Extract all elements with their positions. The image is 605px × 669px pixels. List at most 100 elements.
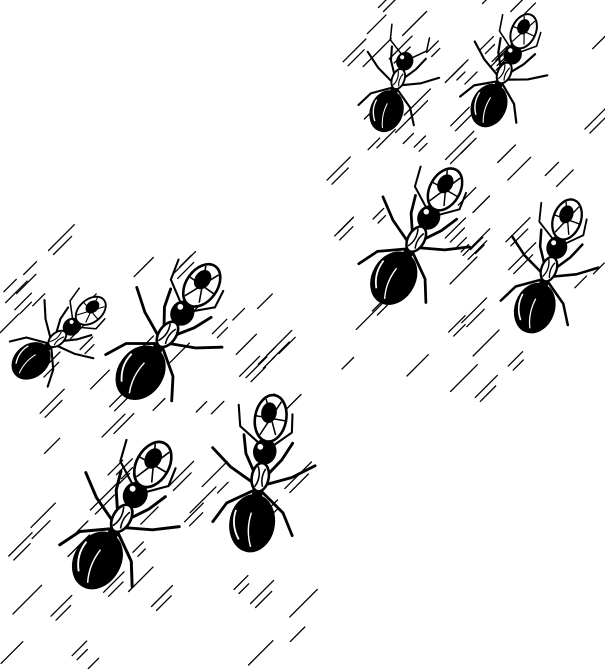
hatch-stroke bbox=[235, 333, 258, 356]
hatch-stroke bbox=[0, 313, 20, 334]
hatch-stroke bbox=[140, 506, 159, 525]
hatch-stroke bbox=[245, 356, 268, 379]
hatch-stroke bbox=[413, 135, 427, 148]
hatch-stroke bbox=[233, 574, 249, 591]
hatch-stroke bbox=[472, 195, 491, 214]
hatch-stroke bbox=[0, 641, 24, 665]
hatch-stroke bbox=[472, 329, 500, 357]
ant bbox=[211, 393, 317, 553]
hatch-stroke bbox=[89, 482, 119, 511]
hatch-stroke bbox=[347, 49, 365, 67]
hatch-stroke bbox=[152, 397, 166, 411]
hatch-stroke bbox=[426, 40, 439, 54]
hatch-stroke bbox=[481, 0, 488, 5]
hatch-stroke bbox=[94, 494, 115, 515]
ant-head bbox=[62, 317, 81, 336]
hatch-stroke bbox=[137, 548, 146, 557]
hatch-stroke bbox=[456, 71, 466, 81]
hatch-stroke bbox=[247, 640, 274, 666]
hatch-stroke bbox=[71, 640, 88, 657]
hatch-stroke bbox=[382, 0, 396, 13]
hatch-stroke bbox=[14, 292, 33, 311]
hatch-stroke bbox=[155, 595, 172, 612]
hatch-stroke bbox=[444, 217, 467, 239]
hatch-stroke bbox=[132, 541, 144, 553]
hatch-stroke bbox=[289, 626, 306, 643]
ant bbox=[104, 258, 225, 403]
hatch-stroke bbox=[466, 308, 485, 328]
hatch-stroke bbox=[589, 117, 605, 134]
hatch-stroke bbox=[453, 323, 466, 337]
hatch-stroke bbox=[574, 275, 588, 289]
hatch-stroke bbox=[448, 315, 466, 333]
hatch-stroke bbox=[507, 156, 532, 181]
hatch-stroke bbox=[107, 581, 124, 597]
hatch-stroke bbox=[172, 250, 197, 276]
hatch-stroke bbox=[278, 336, 296, 355]
hatch-stroke bbox=[102, 571, 125, 593]
hatch-stroke bbox=[449, 364, 478, 393]
hatch-stroke bbox=[462, 228, 491, 257]
hatch-stroke bbox=[406, 354, 429, 377]
ant-antennae bbox=[538, 201, 588, 245]
hatch-stroke bbox=[592, 262, 605, 275]
hatch-stroke bbox=[289, 473, 310, 494]
hatch-stroke bbox=[3, 278, 17, 293]
hatch-stroke bbox=[444, 130, 475, 161]
hatch-stroke bbox=[44, 399, 63, 418]
carried-prey bbox=[551, 198, 583, 241]
hatch-stroke bbox=[55, 604, 72, 621]
hatch-stroke bbox=[189, 486, 217, 514]
hatch-stroke bbox=[366, 14, 387, 35]
hatch-stroke bbox=[513, 254, 534, 275]
hatch-stroke bbox=[195, 400, 208, 413]
hatch-stroke bbox=[449, 256, 478, 285]
hatch-stroke bbox=[177, 261, 195, 280]
hatch-stroke bbox=[402, 132, 415, 145]
hatch-stroke bbox=[479, 35, 495, 51]
hatch-stroke bbox=[23, 261, 38, 276]
hatch-stroke bbox=[507, 351, 524, 367]
hatch-stroke bbox=[467, 240, 488, 261]
hatch-stroke bbox=[167, 460, 195, 488]
hatch-stroke bbox=[342, 38, 367, 63]
hatch-stroke bbox=[101, 413, 126, 438]
hatch-stroke bbox=[32, 293, 46, 307]
hatch-stroke bbox=[254, 590, 273, 609]
hatch-stroke bbox=[474, 374, 498, 399]
hatch-stroke bbox=[464, 71, 478, 85]
hatch-stroke bbox=[377, 0, 387, 9]
hatch-stroke bbox=[127, 566, 154, 593]
ant-head bbox=[170, 300, 195, 326]
ant-antennae bbox=[413, 165, 468, 216]
ant bbox=[499, 198, 600, 334]
hatch-stroke bbox=[216, 326, 229, 339]
hatch-stroke bbox=[76, 648, 88, 661]
hatch-stroke bbox=[19, 301, 33, 315]
ant-antennae bbox=[119, 438, 177, 494]
hatch-stroke bbox=[238, 355, 261, 377]
hatch-stroke bbox=[326, 156, 351, 181]
hatch-stroke bbox=[249, 579, 275, 605]
hatch-stroke bbox=[43, 361, 60, 378]
hatch-stroke bbox=[210, 400, 225, 415]
hatch-stroke bbox=[8, 532, 33, 557]
hatch-stroke bbox=[250, 366, 267, 383]
hatch-stroke bbox=[84, 344, 95, 355]
hatch-stroke bbox=[201, 460, 228, 488]
hatch-stroke bbox=[15, 273, 37, 295]
hatch-stroke bbox=[449, 143, 471, 165]
hatch-stroke bbox=[339, 226, 354, 241]
hatch-stroke bbox=[372, 207, 385, 220]
hatch-stroke bbox=[450, 106, 470, 127]
ant-antennae bbox=[498, 14, 542, 53]
hatch-stroke bbox=[150, 584, 174, 608]
hatch-stroke bbox=[584, 108, 605, 130]
hatch-stroke bbox=[461, 297, 488, 324]
hatch-stroke bbox=[256, 293, 273, 310]
hatch-stroke bbox=[401, 10, 428, 37]
hatch-stroke bbox=[491, 45, 509, 63]
ant-thorax bbox=[539, 255, 559, 283]
hatch-stroke bbox=[183, 502, 204, 523]
